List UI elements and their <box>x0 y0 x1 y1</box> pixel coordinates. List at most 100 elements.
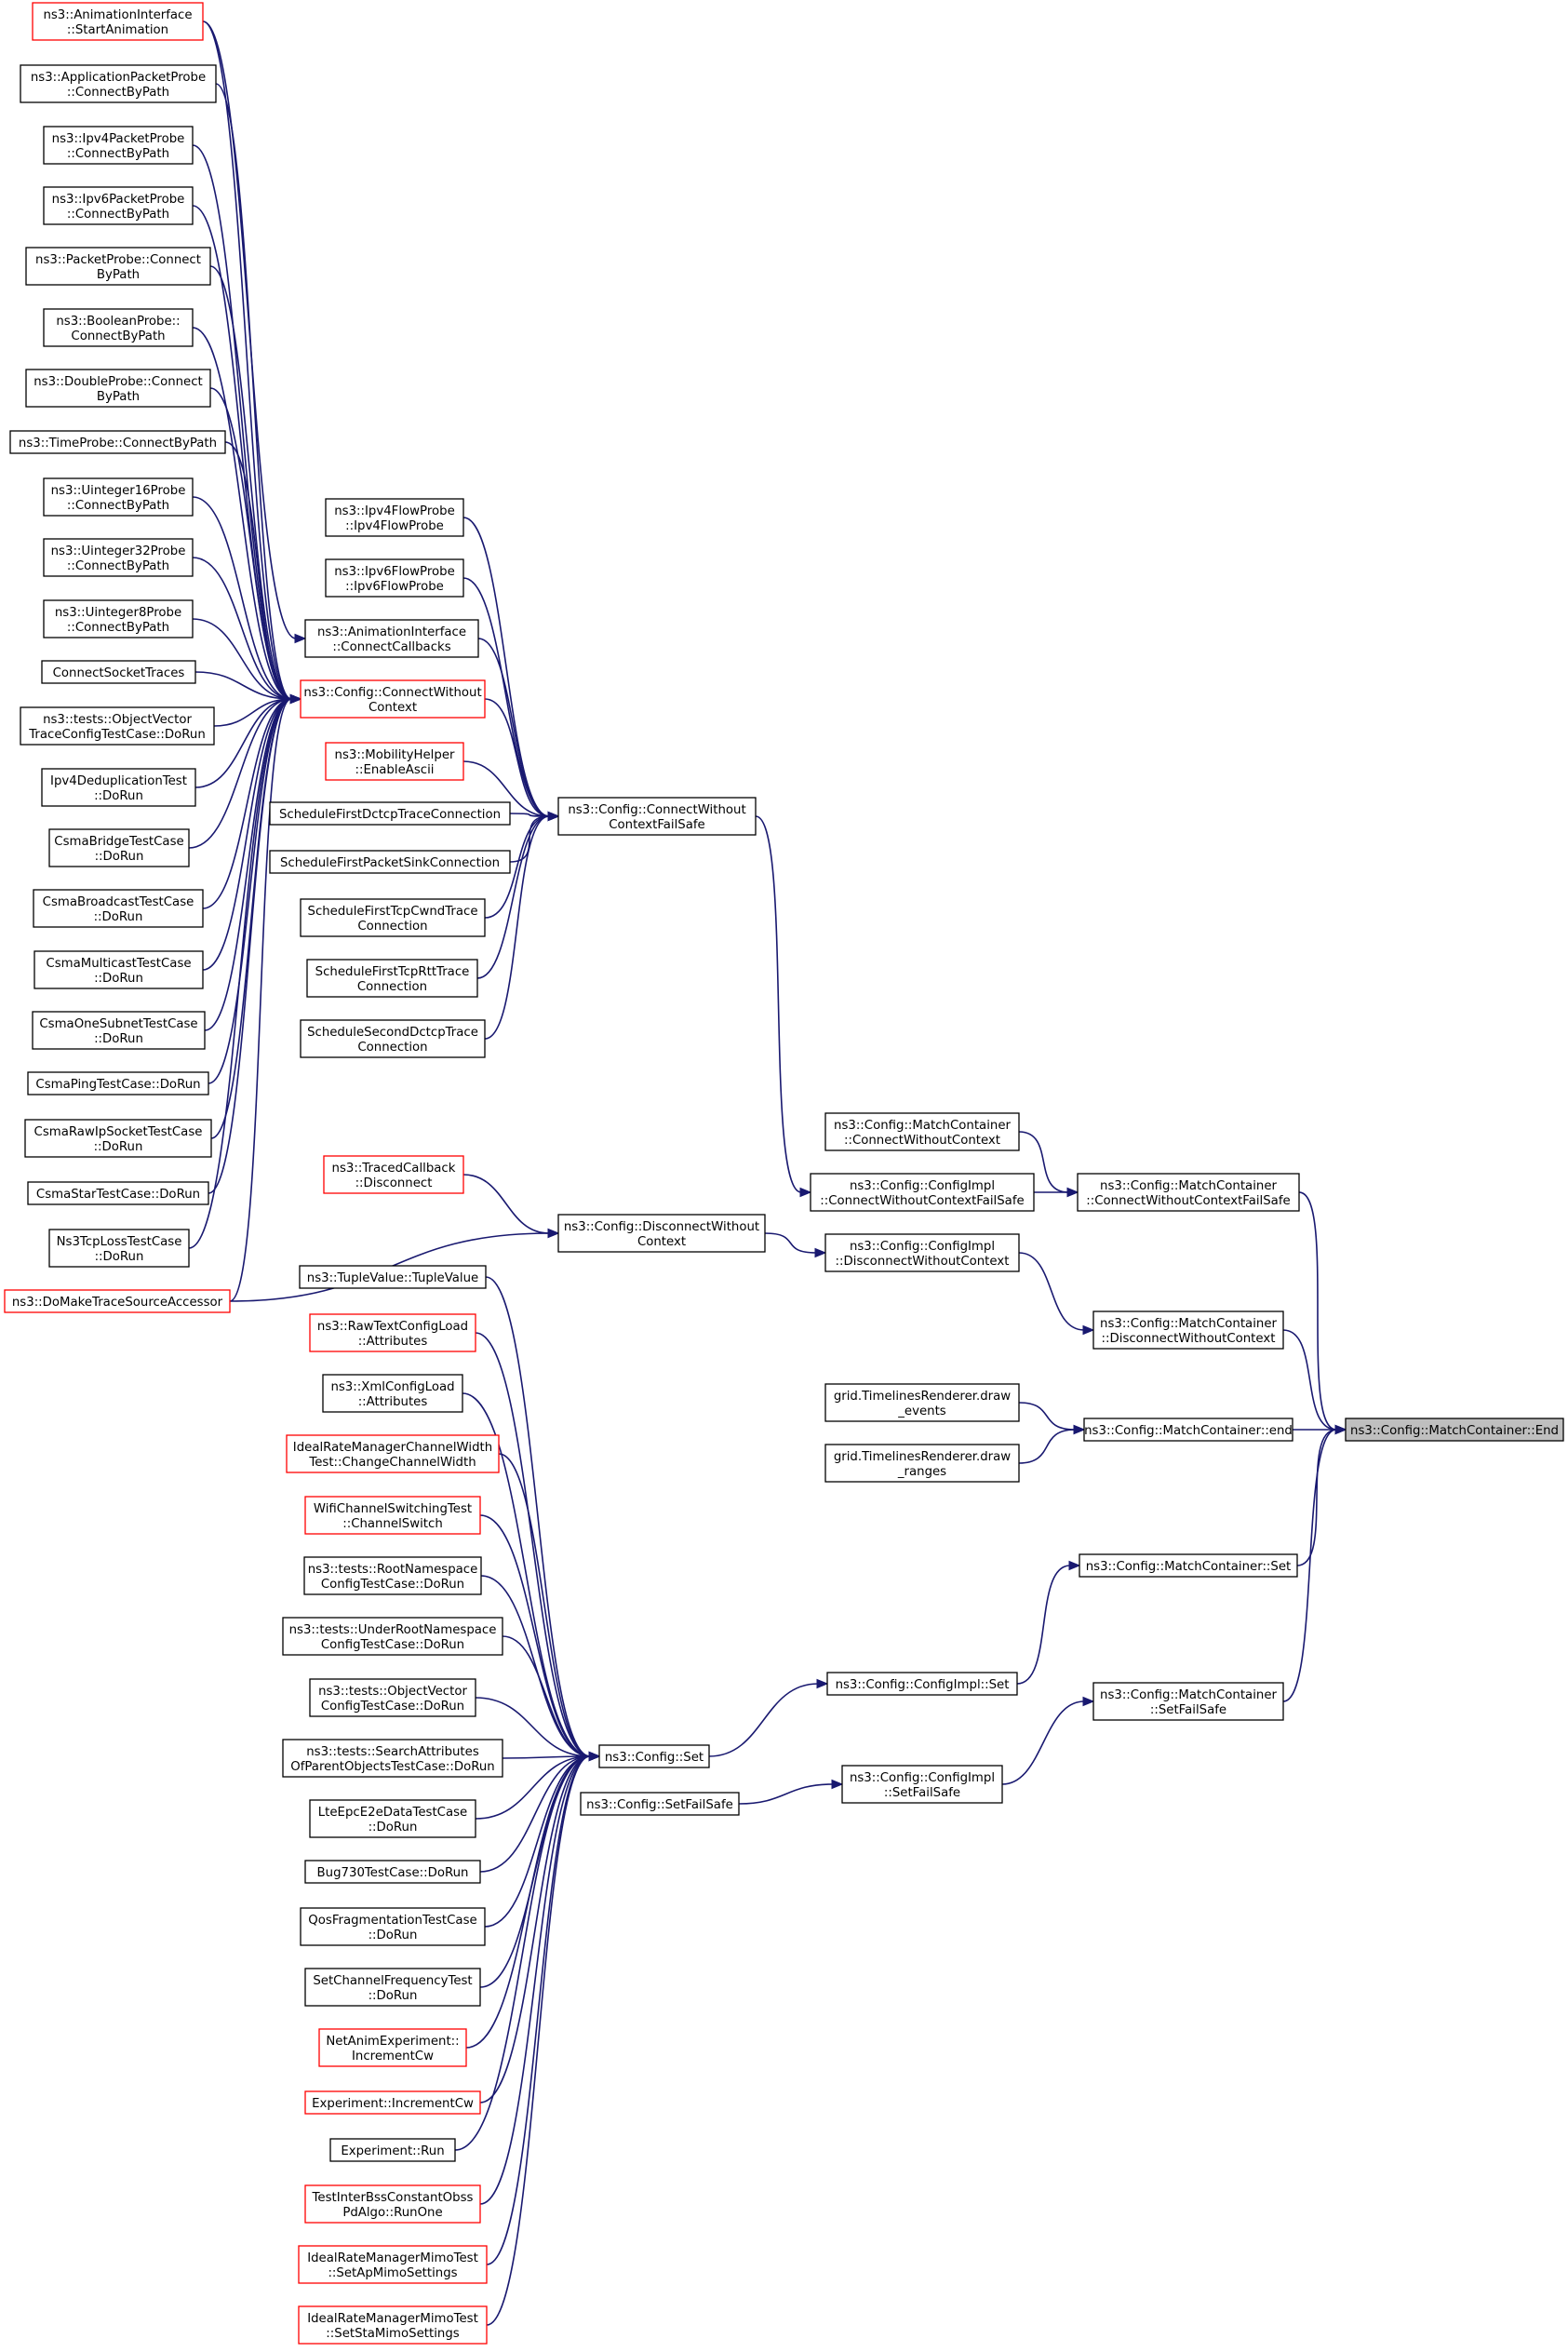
node-ipv6flow[interactable]: ns3::Ipv6FlowProbe::Ipv6FlowProbe <box>325 558 464 598</box>
edge-arrowhead <box>814 1247 827 1258</box>
edge-u8_probe-to-connect_wo_ctx <box>192 618 292 700</box>
node-label-line: ns3::Config::ConnectWithout <box>568 803 745 817</box>
node-connect-wo-ctx[interactable]: ns3::Config::ConnectWithoutContext <box>300 679 486 719</box>
node-objvec-cfg[interactable]: ns3::tests::ObjectVectorConfigTestCase::… <box>309 1678 476 1717</box>
node-connect-failsafe[interactable]: ns3::Config::ConnectWithoutContextFailSa… <box>557 797 757 836</box>
node-idealmimo-ap[interactable]: IdealRateManagerMimoTest::SetApMimoSetti… <box>298 2245 488 2284</box>
node-double-probe[interactable]: ns3::DoubleProbe::ConnectByPath <box>25 369 211 408</box>
node-idealmimo-sta[interactable]: IdealRateManagerMimoTest::SetStaMimoSett… <box>298 2305 488 2345</box>
node-label-line: ConnectByPath <box>71 329 165 343</box>
node-time-probe[interactable]: ns3::TimeProbe::ConnectByPath <box>9 430 226 454</box>
node-domake[interactable]: ns3::DoMakeTraceSourceAccessor <box>4 1289 231 1313</box>
node-grid-events[interactable]: grid.TimelinesRenderer.draw_events <box>824 1383 1020 1422</box>
node-box <box>43 126 194 165</box>
edge-searchattr-to-config_set <box>502 1755 591 1759</box>
node-box <box>27 1181 209 1205</box>
node-csma-ping[interactable]: CsmaPingTestCase::DoRun <box>27 1071 209 1095</box>
node-ns3tcploss[interactable]: Ns3TcpLossTestCase::DoRun <box>48 1229 190 1268</box>
node-label-line: CsmaPingTestCase::DoRun <box>35 1078 200 1092</box>
node-disconnect-wo[interactable]: ns3::Config::DisconnectWithoutContext <box>557 1214 766 1253</box>
node-sched-sink[interactable]: ScheduleFirstPacketSinkConnection <box>269 850 511 874</box>
node-idealrate-cw[interactable]: IdealRateManagerChannelWidthTest::Change… <box>286 1434 500 1473</box>
node-bool-probe[interactable]: ns3::BooleanProbe::ConnectByPath <box>43 308 194 347</box>
node-traced-cb[interactable]: ns3::TracedCallback::Disconnect <box>323 1155 464 1194</box>
node-objvec-trace[interactable]: ns3::tests::ObjectVectorTraceConfigTestC… <box>20 706 215 746</box>
node-label-line: ns3::Uinteger16Probe <box>51 484 186 498</box>
node-xml[interactable]: ns3::XmlConfigLoad::Attributes <box>322 1374 463 1413</box>
node-mobility[interactable]: ns3::MobilityHelper::EnableAscii <box>325 742 464 781</box>
node-rawtext[interactable]: ns3::RawTextConfigLoad::Attributes <box>309 1313 476 1352</box>
node-csma-bridge[interactable]: CsmaBridgeTestCase::DoRun <box>48 828 190 867</box>
node-u16-probe[interactable]: ns3::Uinteger16Probe::ConnectByPath <box>43 477 194 517</box>
node-sched-dctcp[interactable]: ScheduleFirstDctcpTraceConnection <box>269 801 511 826</box>
node-netanim[interactable]: NetAnimExperiment::IncrementCw <box>318 2028 467 2067</box>
node-label-line: ns3::Config::SetFailSafe <box>586 1798 733 1812</box>
node-exp-run[interactable]: Experiment::Run <box>329 2138 456 2162</box>
node-mc-end-lower[interactable]: ns3::Config::MatchContainer::end <box>1083 1418 1293 1442</box>
node-u8-probe[interactable]: ns3::Uinteger8Probe::ConnectByPath <box>43 599 194 638</box>
node-csma-star[interactable]: CsmaStarTestCase::DoRun <box>27 1181 209 1205</box>
node-bug730[interactable]: Bug730TestCase::DoRun <box>304 1860 481 1884</box>
node-underroot[interactable]: ns3::tests::UnderRootNamespaceConfigTest… <box>282 1617 503 1656</box>
node-label-line: ::DoRun <box>94 910 143 924</box>
node-mc-setfs[interactable]: ns3::Config::MatchContainer::SetFailSafe <box>1092 1682 1284 1721</box>
node-box <box>841 1765 1003 1804</box>
node-u32-probe[interactable]: ns3::Uinteger32Probe::ConnectByPath <box>43 538 194 577</box>
node-config-set[interactable]: ns3::Config::Set <box>598 1744 710 1768</box>
node-tuple[interactable]: ns3::TupleValue::TupleValue <box>299 1265 487 1289</box>
node-app-probe[interactable]: ns3::ApplicationPacketProbe::ConnectByPa… <box>20 64 217 103</box>
node-wifichan[interactable]: WifiChannelSwitchingTest::ChannelSwitch <box>304 1496 481 1535</box>
node-box <box>286 1434 500 1473</box>
node-config-setfailsafe[interactable]: ns3::Config::SetFailSafe <box>580 1792 740 1816</box>
node-csma-raw[interactable]: CsmaRawIpSocketTestCase::DoRun <box>24 1119 212 1158</box>
node-label-line: ::EnableAscii <box>355 763 435 777</box>
node-label-line: Ns3TcpLossTestCase <box>57 1235 182 1249</box>
node-csma-onesubnet[interactable]: CsmaOneSubnetTestCase::DoRun <box>32 1011 206 1050</box>
node-start-anim[interactable]: ns3::AnimationInterface::StartAnimation <box>32 2 204 41</box>
node-box <box>43 186 194 225</box>
node-impl-disconnect[interactable]: ns3::Config::ConfigImpl::DisconnectWitho… <box>824 1233 1020 1272</box>
edge-objvec_cfg-to-config_set <box>475 1697 591 1757</box>
edge-disconnect_wo-to-impl_disconnect <box>764 1232 817 1254</box>
node-searchattr[interactable]: ns3::tests::SearchAttributesOfParentObje… <box>282 1739 503 1778</box>
node-mc-set[interactable]: ns3::Config::MatchContainer::Set <box>1079 1553 1298 1578</box>
node-qosfrag[interactable]: QosFragmentationTestCase::DoRun <box>300 1907 486 1946</box>
node-csma-broadcast[interactable]: CsmaBroadcastTestCase::DoRun <box>33 889 204 928</box>
node-label-line: ::ConnectWithoutContext <box>844 1134 1000 1148</box>
node-setchanfreq[interactable]: SetChannelFrequencyTest::DoRun <box>304 1968 481 2007</box>
node-mc-connectwo[interactable]: ns3::Config::MatchContainer::ConnectWith… <box>824 1112 1020 1151</box>
node-packet-probe[interactable]: ns3::PacketProbe::ConnectByPath <box>25 247 211 286</box>
node-impl-connectfs[interactable]: ns3::Config::ConfigImpl::ConnectWithoutC… <box>810 1173 1035 1212</box>
node-ipv6-probe[interactable]: ns3::Ipv6PacketProbe::ConnectByPath <box>43 186 194 225</box>
node-label-line: ns3::MobilityHelper <box>335 748 455 762</box>
node-label-line: ns3::Config::MatchContainer::End <box>1350 1424 1559 1438</box>
node-mc-connectfs[interactable]: ns3::Config::MatchContainer::ConnectWith… <box>1077 1173 1300 1212</box>
node-lteepc[interactable]: LteEpcE2eDataTestCase::DoRun <box>309 1799 476 1838</box>
node-box <box>34 950 204 989</box>
node-label-line: ns3::RawTextConfigLoad <box>317 1320 468 1334</box>
node-box <box>43 599 194 638</box>
node-label-line: ::ConnectByPath <box>67 621 169 635</box>
node-impl-setfs[interactable]: ns3::Config::ConfigImpl::SetFailSafe <box>841 1765 1003 1804</box>
node-box <box>557 1214 766 1253</box>
node-anim-connect[interactable]: ns3::AnimationInterface::ConnectCallback… <box>304 619 479 658</box>
node-ipv4flow[interactable]: ns3::Ipv4FlowProbe::Ipv4FlowProbe <box>325 498 464 537</box>
node-mc-disconnect[interactable]: ns3::Config::MatchContainer::DisconnectW… <box>1092 1310 1284 1350</box>
node-ipv4-dedup[interactable]: Ipv4DeduplicationTest::DoRun <box>41 768 196 807</box>
node-rootns[interactable]: ns3::tests::RootNamespaceConfigTestCase:… <box>303 1556 482 1595</box>
node-exp-inc[interactable]: Experiment::IncrementCw <box>304 2090 481 2115</box>
node-grid-ranges[interactable]: grid.TimelinesRenderer.draw_ranges <box>824 1444 1020 1483</box>
node-label-line: ContextFailSafe <box>609 818 705 832</box>
node-label-line: ns3::tests::RootNamespace <box>308 1563 478 1577</box>
node-box <box>43 538 194 577</box>
node-mc-end[interactable]: ns3::Config::MatchContainer::End <box>1345 1418 1564 1442</box>
node-impl-set[interactable]: ns3::Config::ConfigImpl::Set <box>826 1672 1018 1696</box>
node-connect-socket[interactable]: ConnectSocketTraces <box>41 660 196 684</box>
node-csma-multicast[interactable]: CsmaMulticastTestCase::DoRun <box>34 950 204 989</box>
node-label-line: ::ChannelSwitch <box>342 1517 443 1531</box>
node-ipv4-probe[interactable]: ns3::Ipv4PacketProbe::ConnectByPath <box>43 126 194 165</box>
